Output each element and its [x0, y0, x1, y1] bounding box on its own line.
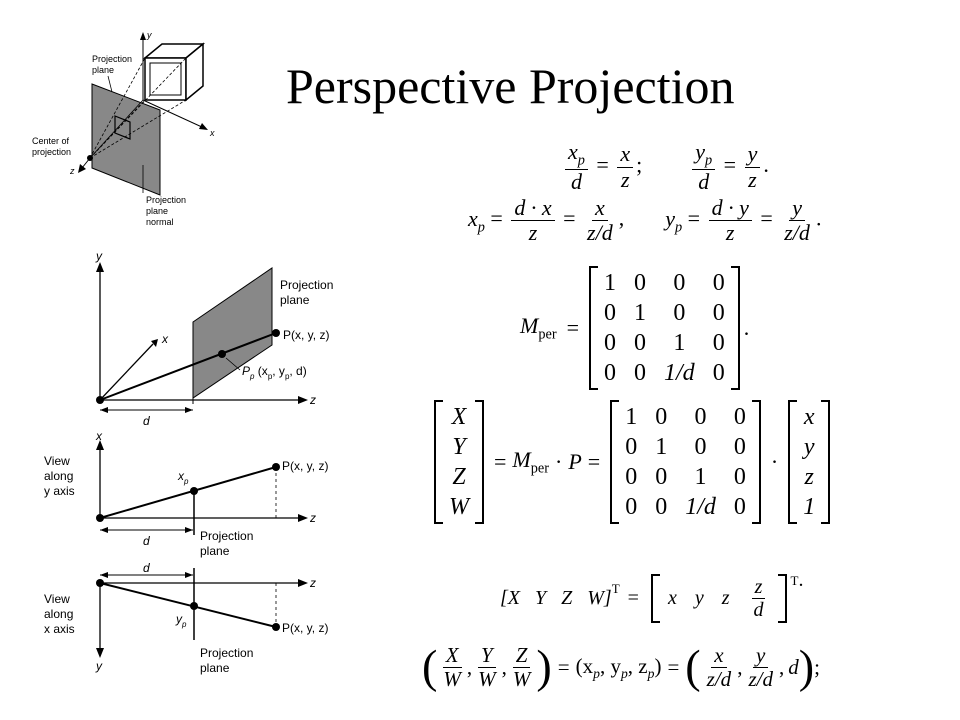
matrix-cell: 0: [712, 360, 725, 386]
matrix-cell: 0: [733, 464, 746, 490]
matrix-cell: 0: [604, 300, 617, 326]
matrix-cell: 0: [604, 360, 617, 386]
matrix-cell: 1: [625, 404, 638, 430]
fig3d-x-label: x: [161, 332, 169, 346]
matrix-cell: 0: [733, 434, 746, 460]
fig3d-Pp-label: Pp (xp, yp, d): [242, 364, 307, 381]
matrix-cell: 0: [712, 300, 725, 326]
vector-cell: 1: [803, 494, 816, 520]
matrix-cell: 0: [655, 494, 668, 520]
vector-cell: y: [803, 434, 815, 460]
matrix-cell: 0: [634, 270, 647, 296]
matrix-cell: 0: [712, 330, 725, 356]
matrix-cell: 0: [733, 494, 746, 520]
vector-cell: X: [451, 404, 467, 430]
matrix-cell: 1: [604, 270, 617, 296]
matrix-cell: 0: [673, 270, 686, 296]
matrix-cell: 0: [733, 404, 746, 430]
matrix-cell: 1: [694, 464, 707, 490]
page-title: Perspective Projection: [286, 58, 735, 114]
vector-cell: Y: [452, 434, 466, 460]
fig3d-plane-label-2: plane: [280, 293, 310, 307]
viewy-d-label: d: [143, 534, 150, 548]
top-plane-label-1: Projection: [92, 54, 132, 64]
top-center-label-2: projection: [32, 147, 71, 157]
top-y-label: y: [146, 30, 152, 40]
top-normal-label-1: Projection: [146, 195, 186, 205]
figure-3d-perspective: y z x d Projection plane P(x, y: [95, 249, 333, 428]
fig3d-y-label: y: [95, 249, 103, 263]
viewy-view-2: along: [44, 469, 73, 483]
top-plane-label-2: plane: [92, 65, 114, 75]
viewx-z-label: z: [309, 576, 316, 590]
top-z-label: z: [69, 166, 75, 176]
top-normal-label-3: normal: [146, 217, 174, 227]
vector-cell: z: [804, 464, 814, 490]
matrix-cell: 0: [673, 300, 686, 326]
viewy-P-label: P(x, y, z): [282, 459, 328, 473]
figure-view-y: x z d View along y axis xp P(x, y, z) Pr…: [44, 429, 328, 558]
matrix-cell: 0: [694, 434, 707, 460]
viewy-plane-2: plane: [200, 544, 230, 558]
fig3d-P-label: P(x, y, z): [283, 328, 329, 342]
viewy-plane-1: Projection: [200, 529, 253, 543]
matrix-cell: 0: [634, 330, 647, 356]
fig3d-d-label: d: [143, 414, 150, 428]
vector-cell: x: [803, 404, 815, 430]
matrix-cell: 0: [625, 464, 638, 490]
figure-view-x: y z d View along x axis yp P(x, y, z) Pr…: [44, 561, 328, 675]
top-normal-label-2: plane: [146, 206, 168, 216]
viewx-axis-label: y: [95, 659, 103, 673]
viewx-plane-2: plane: [200, 661, 230, 675]
matrix-cell: 0: [712, 270, 725, 296]
fig3d-z-label: z: [309, 393, 316, 407]
matrix-cell: 1: [673, 330, 686, 356]
matrix-cell: 0: [634, 360, 647, 386]
fig3d-plane-label-1: Projection: [280, 278, 333, 292]
viewx-d-label: d: [143, 561, 150, 575]
matrix-cell: 0: [655, 404, 668, 430]
matrix-cell: 0: [694, 404, 707, 430]
viewx-plane-1: Projection: [200, 646, 253, 660]
viewy-z-label: z: [309, 511, 316, 525]
matrix-cell: 1/d: [664, 360, 695, 386]
matrix-cell: 1/d: [685, 494, 716, 520]
matrix-cell: 1: [634, 300, 647, 326]
viewy-view-1: View: [44, 454, 70, 468]
matrix-cell: 0: [604, 330, 617, 356]
matrix-cell: 1: [655, 434, 668, 460]
matrix-cell: 0: [625, 494, 638, 520]
viewx-P-label: P(x, y, z): [282, 621, 328, 635]
projection-figures: y x z Projection: [32, 30, 333, 675]
viewx-yp-label: yp: [175, 612, 187, 629]
viewx-view-3: x axis: [44, 622, 75, 636]
matrix-cell: 0: [655, 464, 668, 490]
vector-cell: Z: [452, 464, 466, 490]
top-x-label: x: [209, 128, 215, 138]
figure-top-cube: y x z Projection: [32, 30, 215, 227]
matrix-cell: 0: [625, 434, 638, 460]
viewy-xp-label: xp: [177, 469, 189, 486]
viewx-view-1: View: [44, 592, 70, 606]
viewx-view-2: along: [44, 607, 73, 621]
viewy-axis-label: x: [95, 429, 103, 443]
viewy-view-3: y axis: [44, 484, 75, 498]
vector-cell: W: [449, 494, 469, 520]
top-center-label-1: Center of: [32, 136, 70, 146]
